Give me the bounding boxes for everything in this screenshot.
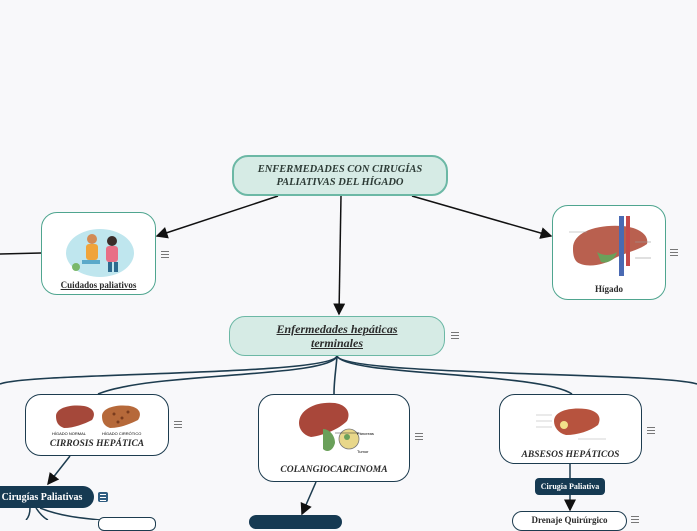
cirugia-paliativa-label: Cirugía Paliativa	[540, 482, 600, 491]
drenaje-node[interactable]: Drenaje Quirúrgico	[512, 511, 627, 531]
colangio-child-node[interactable]	[249, 515, 342, 529]
colangiocarcinoma-node[interactable]: Páncreas Tumor COLANGIOCARCINOMA	[258, 394, 410, 482]
liver-illustration	[536, 408, 606, 440]
menu-icon[interactable]	[415, 433, 423, 440]
note-icon[interactable]	[98, 492, 108, 502]
normal-liver-caption: HÍGADO NORMAL	[52, 431, 87, 436]
cirugias-paliativas-node[interactable]: Cirugías Paliativas	[0, 486, 94, 508]
cuidados-label: Cuidados paliativos	[60, 280, 137, 290]
liver-illustration	[299, 402, 360, 451]
liver-illustration	[569, 216, 651, 276]
cirrosis-node[interactable]: HÍGADO NORMAL HÍGADO CIRRÓTICO CIRROSIS …	[25, 394, 169, 456]
menu-icon[interactable]	[174, 421, 182, 428]
colangio-label: COLANGIOCARCINOMA	[280, 465, 388, 475]
tumor-caption: Tumor	[357, 449, 369, 454]
higado-label: Hígado	[594, 284, 623, 294]
menu-icon[interactable]	[647, 427, 655, 434]
drenaje-label: Drenaje Quirúrgico	[531, 515, 608, 525]
abscesos-node[interactable]: ABSESOS HEPÁTICOS	[499, 394, 642, 464]
cuidados-paliativos-node[interactable]: Cuidados paliativos	[41, 212, 156, 295]
higado-node[interactable]: Hígado	[552, 205, 666, 300]
liver-illustration	[56, 405, 140, 428]
cirrhotic-liver-caption: HÍGADO CIRRÓTICO	[102, 431, 142, 436]
cirugias-child-node[interactable]	[98, 517, 156, 531]
terminales-label: Enfermedades hepáticas terminales	[276, 322, 398, 350]
menu-icon[interactable]	[451, 332, 459, 339]
cirugias-paliativas-label: Cirugías Paliativas	[1, 491, 83, 503]
cirrosis-label: CIRROSIS HEPÁTICA	[49, 439, 145, 449]
menu-icon[interactable]	[670, 249, 678, 256]
connector-lines	[0, 195, 697, 520]
root-title: ENFERMEDADES CON CIRUGÍAS PALIATIVAS DEL…	[257, 163, 423, 188]
pancreas-caption: Páncreas	[357, 431, 374, 436]
menu-icon[interactable]	[161, 251, 169, 258]
abscesos-label: ABSESOS HEPÁTICOS	[521, 450, 620, 460]
cirugia-paliativa-node[interactable]: Cirugía Paliativa	[535, 478, 605, 495]
enfermedades-terminales-node[interactable]: Enfermedades hepáticas terminales	[229, 316, 445, 356]
root-topic[interactable]: ENFERMEDADES CON CIRUGÍAS PALIATIVAS DEL…	[232, 155, 448, 196]
person-caregiver-illustration	[66, 229, 134, 277]
